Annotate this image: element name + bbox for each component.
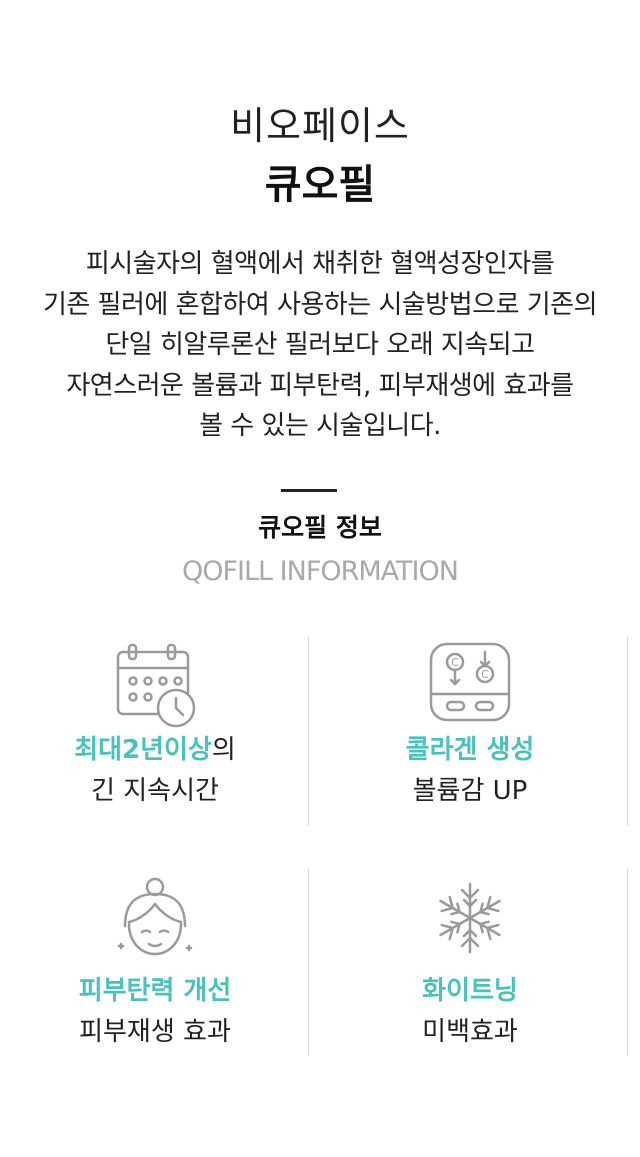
grid-divider <box>308 868 309 1056</box>
feature-title: 화이트닝 <box>422 976 518 1006</box>
feature-title: 최대2년이상의 <box>74 735 236 765</box>
snowflake-icon <box>315 880 625 956</box>
feature-collagen: C C 콜라겐 생성 볼륨감 UP <box>315 636 625 826</box>
section-divider <box>281 489 337 492</box>
svg-text:C: C <box>481 668 489 681</box>
description-line: 볼 수 있는 시술입니다. <box>199 411 441 441</box>
feature-title: 콜라겐 생성 <box>405 735 535 765</box>
calendar-clock-icon <box>0 640 310 730</box>
feature-desc: 볼륨감 UP <box>412 776 528 806</box>
grid-divider <box>627 636 628 826</box>
feature-title: 피부탄력 개선 <box>78 976 232 1006</box>
brand-title: 비오페이스 <box>230 104 410 148</box>
info-title: 큐오필 정보 <box>258 513 382 542</box>
feature-whitening: 화이트닝 미백효과 <box>315 868 625 1056</box>
feature-desc: 미백효과 <box>422 1017 518 1047</box>
grid-divider <box>308 636 309 826</box>
feature-desc: 긴 지속시간 <box>91 776 219 806</box>
product-title: 큐오필 <box>264 162 376 208</box>
description-line: 자연스러운 볼륨과 피부탄력, 피부재생에 효과를 <box>66 370 574 401</box>
feature-elasticity: 피부탄력 개선 피부재생 효과 <box>0 868 310 1056</box>
description-line: 피시술자의 혈액에서 채취한 혈액성장인자를 <box>85 249 555 279</box>
feature-duration: 최대2년이상의 긴 지속시간 <box>0 636 310 826</box>
description-line: 기존 필러에 혼합하여 사용하는 시술방법으로 기존의 <box>42 289 598 320</box>
grid-divider <box>627 868 628 1056</box>
description-line: 단일 히알루론산 필러보다 오래 지속되고 <box>105 330 535 360</box>
svg-text:C: C <box>451 656 459 669</box>
face-icon <box>0 876 310 960</box>
info-subtitle: QOFILL INFORMATION <box>182 556 459 587</box>
feature-desc: 피부재생 효과 <box>79 1017 231 1047</box>
collagen-device-icon: C C <box>315 640 625 726</box>
description: 피시술자의 혈액에서 채취한 혈액성장인자를 기존 필러에 혼합하여 사용하는 … <box>0 244 640 447</box>
